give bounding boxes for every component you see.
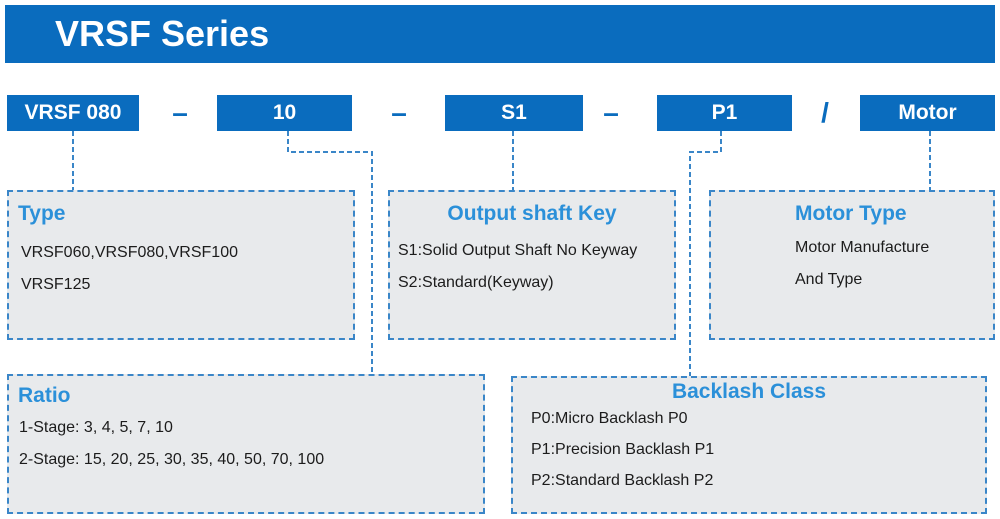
motor-title: Motor Type (795, 202, 907, 225)
backlash-panel: Backlash Class P0:Micro Backlash P0 P1:P… (511, 376, 987, 514)
ratio-panel: Ratio 1-Stage: 3, 4, 5, 7, 10 2-Stage: 1… (7, 374, 485, 514)
output-shaft-panel: Output shaft Key S1:Solid Output Shaft N… (388, 190, 676, 340)
motor-panel: Motor Type Motor Manufacture And Type (709, 190, 995, 340)
code-separator: – (172, 97, 188, 128)
type-line: VRSF125 (21, 276, 91, 293)
page-title: VRSF Series (55, 13, 270, 54)
backlash-line: P2:Standard Backlash P2 (531, 472, 714, 489)
code-part-backlash: P1 (657, 95, 792, 131)
code-separator: – (603, 97, 619, 128)
ratio-line: 1-Stage: 3, 4, 5, 7, 10 (19, 419, 173, 436)
type-title: Type (18, 202, 66, 225)
backlash-line: P1:Precision Backlash P1 (531, 441, 715, 458)
connector-backlash (689, 131, 722, 376)
code-part-model: VRSF 080 (7, 95, 139, 131)
ratio-title: Ratio (18, 384, 71, 407)
type-line: VRSF060,VRSF080,VRSF100 (21, 244, 238, 261)
output-shaft-line: S2:Standard(Keyway) (398, 274, 554, 291)
connector-ratio (287, 131, 373, 372)
type-panel: Type VRSF060,VRSF080,VRSF100 VRSF125 (7, 190, 355, 340)
code-separator: / (821, 97, 829, 128)
motor-line: And Type (795, 271, 863, 288)
backlash-line: P0:Micro Backlash P0 (531, 410, 688, 427)
code-part-motor: Motor (860, 95, 995, 131)
code-part-shaft: S1 (445, 95, 583, 131)
output-shaft-title: Output shaft Key (447, 202, 617, 225)
ratio-line: 2-Stage: 15, 20, 25, 30, 35, 40, 50, 70,… (19, 451, 325, 468)
header-banner: VRSF Series (5, 5, 995, 63)
motor-line: Motor Manufacture (795, 239, 930, 256)
output-shaft-line: S1:Solid Output Shaft No Keyway (398, 242, 638, 259)
backlash-title: Backlash Class (671, 380, 827, 403)
code-part-ratio: 10 (217, 95, 352, 131)
code-separator: – (391, 97, 407, 128)
